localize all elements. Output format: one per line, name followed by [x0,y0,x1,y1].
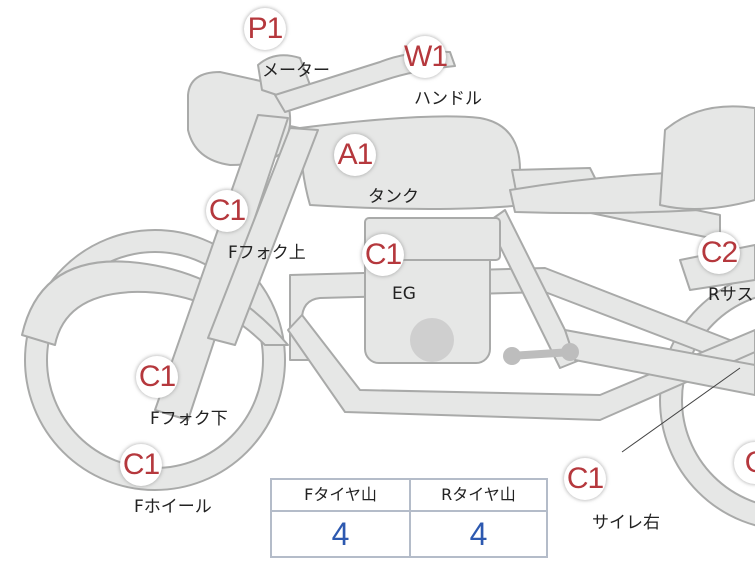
fork-lower-code-badge[interactable]: C1 [136,356,178,398]
rear-tire-value: 4 [469,516,488,552]
front-wheel-code-badge[interactable]: C1 [120,444,162,486]
rear-susp-label: Rサス [708,285,754,305]
muffler-leader-line [621,367,741,453]
tail-shape [659,105,755,210]
muffler-right-code-badge[interactable]: C1 [564,458,606,500]
meter-code-badge[interactable]: P1 [244,8,286,50]
front-tire-header: Fタイヤ山 [272,480,409,512]
tank-code-badge[interactable]: A1 [334,134,376,176]
fork-right [207,127,319,346]
fork-left [154,114,289,421]
tire-tread-table: Fタイヤ山 Rタイヤ山 4 4 [270,478,548,558]
fork-upper-label: Fフォク上 [228,243,306,263]
front-wheel-label: Fホイール [134,497,212,517]
rear-wheel-code-badge[interactable]: C [734,442,755,484]
table-divider [409,480,411,558]
fork-lower-label: Fフォク下 [150,409,228,429]
exhaust-lower [287,314,755,421]
handle-code-badge[interactable]: W1 [404,36,448,78]
handle-label: ハンドル [414,89,482,109]
rear-susp-code-badge[interactable]: C2 [698,232,740,274]
seat-shape [509,171,701,215]
meter-label: メーター [262,61,330,81]
engine-cover [410,318,454,362]
engine-label: EG [392,284,416,304]
fork-upper-code-badge[interactable]: C1 [206,190,248,232]
front-fender-shape [21,260,289,346]
tank-label: タンク [368,187,419,207]
brake-pivot-left [503,347,521,365]
front-tire-value: 4 [331,516,350,552]
muffler-right-label: サイレ右 [592,513,660,533]
rear-tire-header: Rタイヤ山 [411,480,546,512]
engine-code-badge[interactable]: C1 [362,234,404,276]
brake-pivot-right [561,343,579,361]
